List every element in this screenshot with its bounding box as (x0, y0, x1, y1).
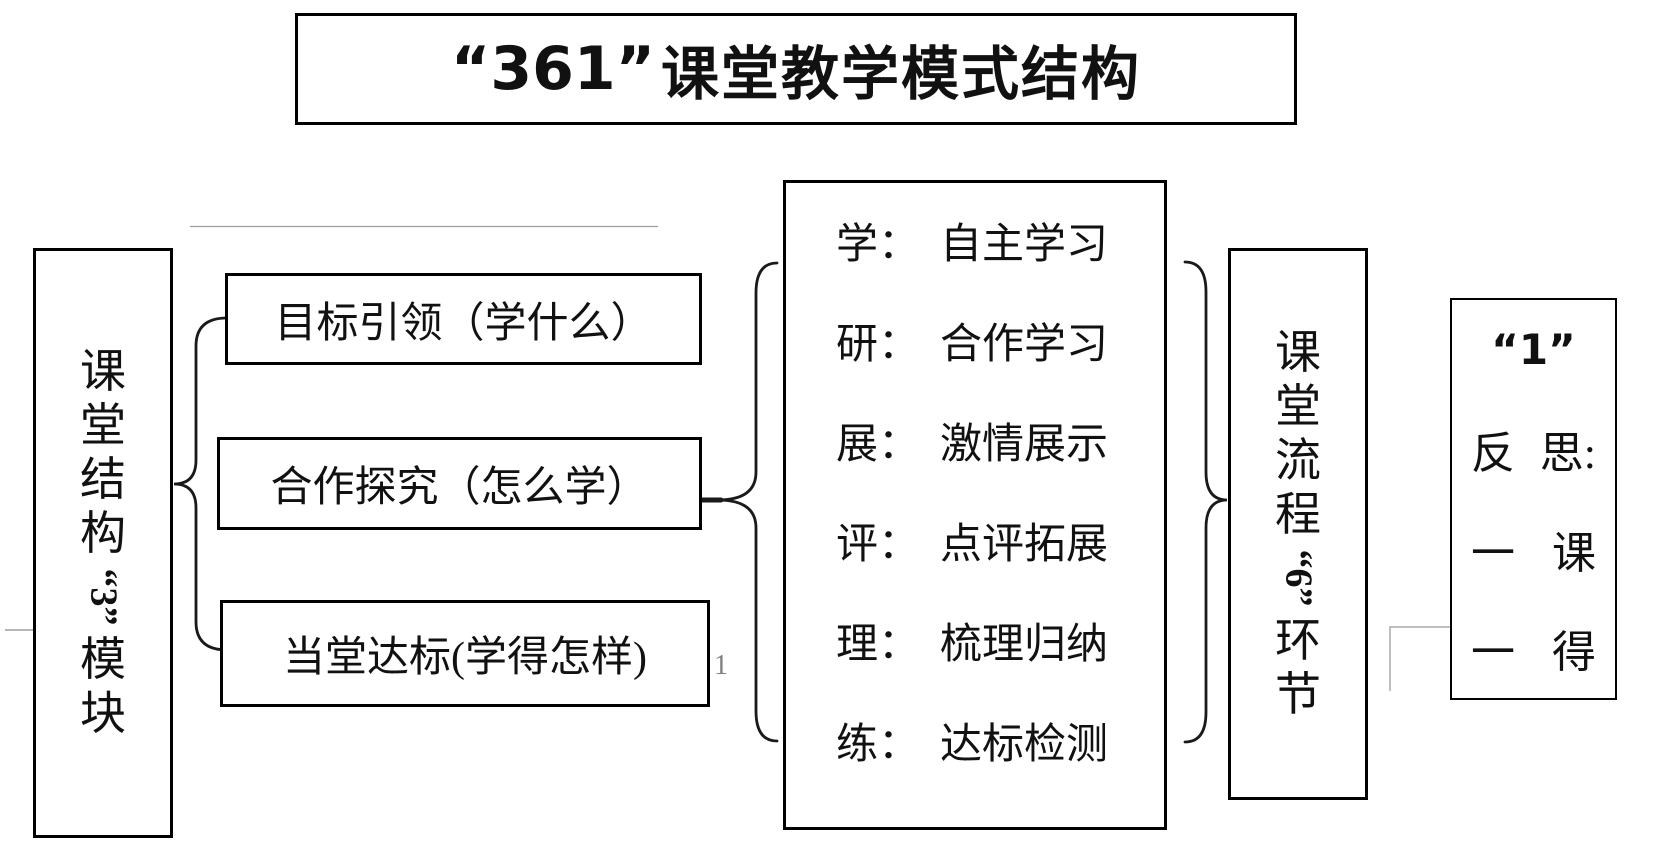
step-desc: 梳理归纳 (940, 621, 1109, 668)
step-row: 展： 激情展示 (786, 390, 1164, 490)
vchar: 结 (80, 454, 126, 505)
vchar: 堂 (1275, 381, 1321, 432)
vchar: 构 (80, 508, 126, 559)
title-box: “361” 课堂教学模式结构 (295, 13, 1297, 125)
cooperative-exploration-label: 合作探究（怎么学） (270, 465, 649, 511)
vchar: 课 (1275, 327, 1321, 378)
rotated-number-3: “3” (82, 568, 124, 626)
reflection-char: 一 (1471, 628, 1515, 678)
reflection-line-2: 反 思: (1471, 403, 1596, 495)
cooperative-exploration-box: 合作探究（怎么学） (217, 437, 702, 530)
in-class-standard-box: 当堂达标(学得怎样) (220, 600, 710, 707)
step-label: 练： (836, 721, 921, 768)
reflection-char: 思: (1539, 429, 1596, 479)
step-desc: 激情展示 (940, 421, 1109, 468)
in-class-standard-label: 当堂达标(学得怎样) (283, 635, 647, 681)
right-process-box: 课 堂 流 程 “6” 环 节 (1228, 248, 1368, 800)
vchar: 环 (1275, 615, 1321, 666)
vchar: 程 (1275, 489, 1321, 540)
reflection-char: 反 (1471, 429, 1515, 479)
title-number: “361” (450, 34, 656, 104)
vchar: 节 (1275, 669, 1321, 720)
step-label: 展： (836, 421, 921, 468)
artifact-corner-bracket (1389, 626, 1452, 691)
center-right-brace (1183, 260, 1228, 744)
step-desc: 点评拓展 (940, 521, 1109, 568)
left-module-box: 课 堂 结 构 “3” 模 块 (33, 248, 173, 838)
step-label: 理： (836, 621, 921, 668)
reflection-line-1: “1” (1471, 304, 1596, 396)
rotated-number-6: “6” (1277, 549, 1319, 607)
goal-guidance-box: 目标引领（学什么） (225, 273, 702, 365)
reflection-line-4: 一 得 (1471, 602, 1596, 694)
reflection-char: 得 (1552, 628, 1596, 678)
right-process-text: 课 堂 流 程 “6” 环 节 (1270, 326, 1327, 722)
step-row: 学： 自主学习 (786, 190, 1164, 290)
step-label: 学： (836, 221, 921, 268)
step-label: 研： (836, 321, 921, 368)
vchar: 模 (80, 634, 126, 685)
vchar: 块 (80, 688, 126, 739)
vchar: 课 (80, 346, 126, 397)
reflection-number: “1” (1491, 325, 1576, 375)
goal-guidance-label: 目标引领（学什么） (274, 300, 653, 347)
reflection-box: “1” 反 思: 一 课 一 得 (1450, 298, 1617, 700)
step-desc: 自主学习 (940, 221, 1109, 268)
reflection-char: 一 (1471, 528, 1515, 578)
title-text: 课堂教学模式结构 (661, 42, 1142, 107)
reflection-line-3: 一 课 (1471, 503, 1596, 595)
step-row: 理： 梳理归纳 (786, 590, 1164, 690)
step-label: 评： (836, 521, 921, 568)
step-row: 练： 达标检测 (786, 690, 1164, 790)
step-desc: 合作学习 (940, 321, 1109, 368)
page-number: 1 (714, 650, 728, 681)
vchar: 堂 (80, 400, 126, 451)
vchar: 流 (1275, 435, 1321, 486)
left-module-text: 课 堂 结 构 “3” 模 块 (75, 345, 132, 741)
step-row: 评： 点评拓展 (786, 490, 1164, 590)
step-row: 研： 合作学习 (786, 290, 1164, 390)
step-desc: 达标检测 (940, 721, 1109, 768)
six-steps-box: 学： 自主学习 研： 合作学习 展： 激情展示 评： 点评拓展 理： 梳理归纳 … (783, 180, 1167, 830)
reflection-char: 课 (1552, 528, 1596, 578)
